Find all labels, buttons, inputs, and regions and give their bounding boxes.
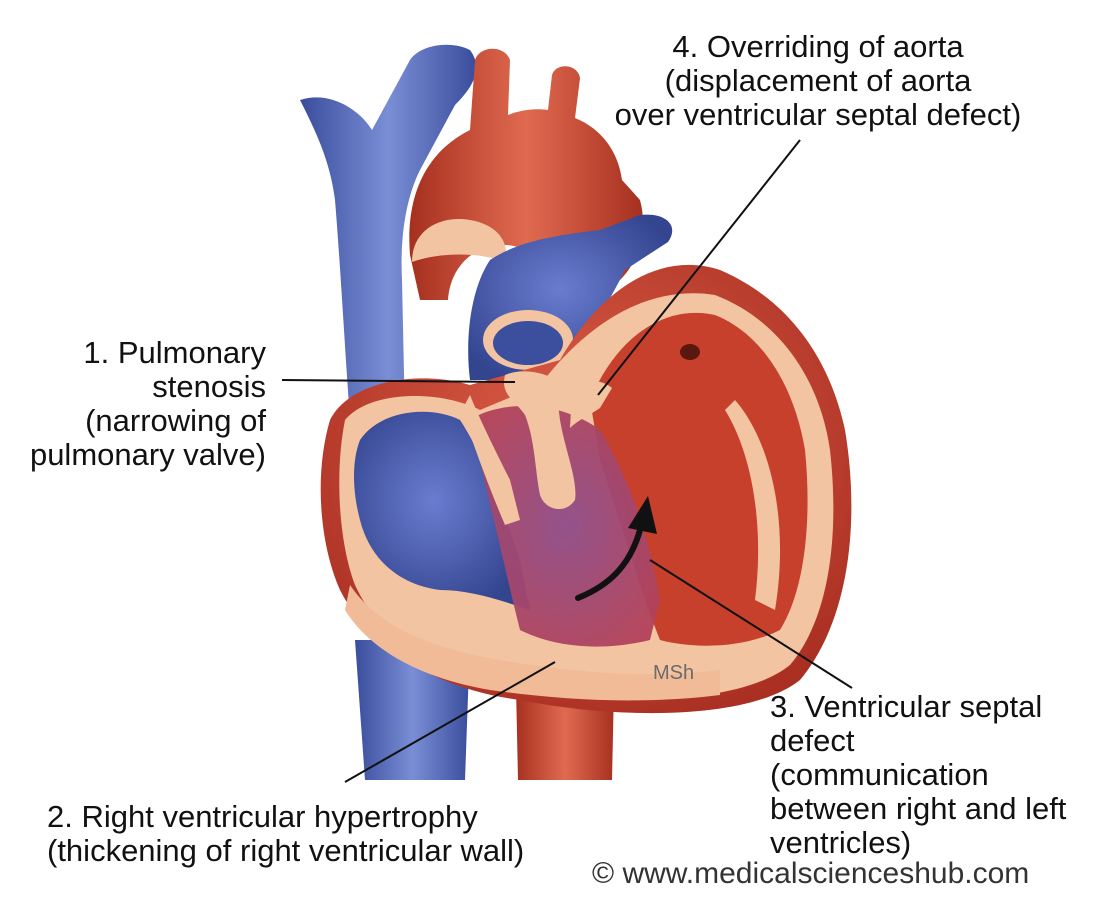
- label-line: (displacement of aorta: [664, 63, 972, 98]
- leader-line-1: [281, 379, 516, 383]
- label-line: 4. Overriding of aorta: [672, 29, 964, 64]
- label-line: between right and left: [770, 791, 1067, 826]
- watermark-text: MSh: [653, 662, 695, 684]
- vena-cava: [300, 44, 477, 420]
- label-line: 2. Right ventricular hypertrophy: [47, 799, 478, 834]
- infundibular-septum: [462, 395, 520, 525]
- shunt-flow-arrow: [575, 527, 643, 601]
- label-line: 3. Ventricular septal: [770, 689, 1043, 724]
- label-overriding-aorta: 4. Overriding of aorta (displacement of …: [598, 30, 1038, 132]
- label-pulmonary-stenosis: 1. Pulmonary stenosis (narrowing of pulm…: [30, 336, 266, 472]
- label-line: (communication: [770, 757, 989, 792]
- label-line: pulmonary valve): [29, 437, 266, 472]
- shunt-flow-arrowhead: [628, 496, 657, 534]
- label-line: (thickening of right ventricular wall): [47, 833, 525, 868]
- label-line: ventricles): [770, 825, 912, 860]
- leader-line-4: [597, 139, 801, 396]
- label-line: (narrowing of: [85, 403, 266, 438]
- papillary-muscle: [725, 400, 781, 610]
- label-line: defect: [770, 723, 855, 758]
- label-line: over ventricular septal defect): [614, 97, 1022, 132]
- leader-line-3: [649, 559, 853, 689]
- pulmonary-valve-stenosis: [504, 371, 576, 510]
- right-ventricle: [354, 411, 530, 610]
- aortic-arch-cut: [412, 219, 507, 262]
- label-ventricular-septal-defect: 3. Ventricular septal defect (communicat…: [770, 690, 1066, 860]
- septal-defect-region: [470, 406, 660, 647]
- aortic-root-leaflet: [570, 381, 612, 428]
- copyright-link[interactable]: © www.medicalscienceshub.com: [592, 857, 1030, 890]
- label-line: 1. Pulmonary: [83, 335, 266, 370]
- leader-line-2: [344, 661, 556, 783]
- coronary-ostium: [680, 344, 700, 360]
- label-line: stenosis: [152, 369, 266, 404]
- label-right-ventricular-hypertrophy: 2. Right ventricular hypertrophy (thicke…: [47, 800, 524, 868]
- right-ventricular-wall: [345, 585, 720, 701]
